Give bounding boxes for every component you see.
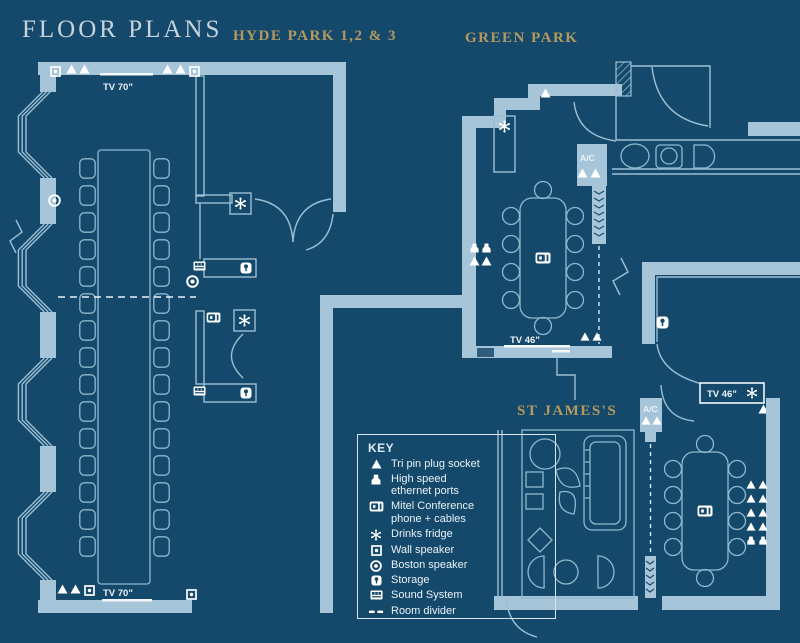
door-swing bbox=[573, 101, 617, 142]
legend-box: KEY Tri pin plug socket High speed ether… bbox=[357, 434, 556, 619]
legend-item-wall-speaker: Wall speaker bbox=[368, 544, 546, 557]
tri-pin-plug-icon bbox=[57, 584, 68, 594]
break-line bbox=[612, 257, 629, 296]
drinks-fridge-icon bbox=[368, 528, 384, 541]
ac-label: A/C bbox=[580, 153, 595, 163]
boston-speaker-icon bbox=[186, 275, 199, 288]
tri-pin-plug-icon bbox=[481, 256, 492, 266]
storage-icon bbox=[240, 387, 252, 399]
plug-cluster bbox=[746, 480, 768, 545]
tri-pin-plug-icon bbox=[70, 584, 81, 594]
mitel-phone-icon bbox=[368, 500, 384, 512]
bay-windows bbox=[9, 89, 53, 581]
storage-icon bbox=[368, 574, 384, 586]
green-park-plan: A/C TV 46" bbox=[462, 61, 800, 400]
boston-speaker-icon bbox=[368, 559, 384, 572]
break-line bbox=[9, 219, 23, 254]
hatched-wall bbox=[615, 61, 632, 97]
tv-screen-line bbox=[504, 345, 570, 348]
hyde-chairs bbox=[79, 158, 170, 557]
lounge-furniture bbox=[525, 435, 627, 589]
tv-label: TV 46" bbox=[510, 335, 540, 346]
double-door bbox=[292, 198, 332, 243]
legend-item-boston-speaker: Boston speaker bbox=[368, 559, 546, 572]
storage-icon bbox=[656, 316, 669, 329]
page-title: FLOOR PLANS bbox=[22, 16, 223, 43]
tv-screen-line bbox=[100, 73, 153, 76]
st-james-plan: TV 46" A/C bbox=[494, 262, 800, 638]
wall-speaker-icon bbox=[368, 544, 384, 556]
sound-system-icon bbox=[193, 386, 206, 396]
bathroom-fixtures bbox=[620, 143, 716, 169]
hyde-park-plan: TV 70" TV 70" bbox=[9, 62, 472, 613]
wall-speaker-icon bbox=[84, 585, 95, 596]
tv-screen-line bbox=[102, 599, 152, 602]
hyde-conference-table bbox=[97, 149, 151, 585]
wall-recess bbox=[477, 348, 494, 357]
door-opening-mark bbox=[552, 350, 570, 353]
door-swing bbox=[230, 333, 244, 379]
door-swing bbox=[660, 384, 695, 422]
legend-item-storage: Storage bbox=[368, 574, 546, 587]
mitel-phone-icon bbox=[697, 505, 713, 517]
room-divider-icon bbox=[368, 605, 384, 614]
legend-title: KEY bbox=[368, 441, 395, 455]
sound-system-icon bbox=[193, 261, 206, 271]
tri-pin-plug-icon bbox=[368, 458, 384, 469]
partition-chevrons bbox=[645, 560, 655, 593]
legend-item-ethernet: High speed ethernet ports bbox=[368, 473, 546, 498]
wall-speaker-icon bbox=[186, 589, 197, 600]
mitel-phone-icon bbox=[206, 312, 221, 323]
door-swing bbox=[305, 213, 334, 251]
drinks-fridge-icon bbox=[238, 314, 251, 327]
legend-item-drinks-fridge: Drinks fridge bbox=[368, 528, 546, 541]
door-swing bbox=[651, 66, 709, 127]
step-line bbox=[556, 358, 576, 400]
tv-label: TV 70" bbox=[103, 82, 133, 93]
legend-item-mitel-phone: Mitel Conference phone + cables bbox=[368, 500, 546, 525]
ethernet-icon bbox=[482, 243, 491, 253]
tv-label: TV 70" bbox=[103, 588, 133, 599]
tri-pin-plug-icon bbox=[580, 332, 590, 341]
ethernet-icon bbox=[368, 473, 384, 485]
drinks-fridge-icon bbox=[234, 197, 247, 210]
partition-chevrons bbox=[593, 190, 605, 237]
storage-icon bbox=[240, 262, 252, 274]
room-title-green-park: GREEN PARK bbox=[465, 30, 579, 46]
legend-item-tri-pin-plug: Tri pin plug socket bbox=[368, 458, 546, 471]
sound-system-icon bbox=[368, 589, 384, 600]
ac-label: A/C bbox=[643, 404, 658, 414]
lounge-outline bbox=[521, 429, 635, 599]
legend-item-sound-system: Sound System bbox=[368, 589, 546, 602]
green-chairs bbox=[501, 180, 585, 336]
door-swing bbox=[505, 597, 538, 638]
legend-item-room-divider: Room divider bbox=[368, 605, 546, 618]
tri-pin-plug-icon bbox=[592, 332, 602, 341]
room-title-st-james: ST JAMES'S bbox=[517, 403, 618, 419]
ac-unit bbox=[577, 144, 607, 186]
stjames-chairs bbox=[663, 434, 747, 588]
mitel-phone-icon bbox=[535, 252, 551, 264]
tv-label: TV 46" bbox=[707, 389, 737, 400]
tv-box bbox=[699, 382, 765, 404]
room-title-hyde-park: HYDE PARK 1,2 & 3 bbox=[233, 28, 397, 44]
double-door bbox=[254, 198, 294, 243]
